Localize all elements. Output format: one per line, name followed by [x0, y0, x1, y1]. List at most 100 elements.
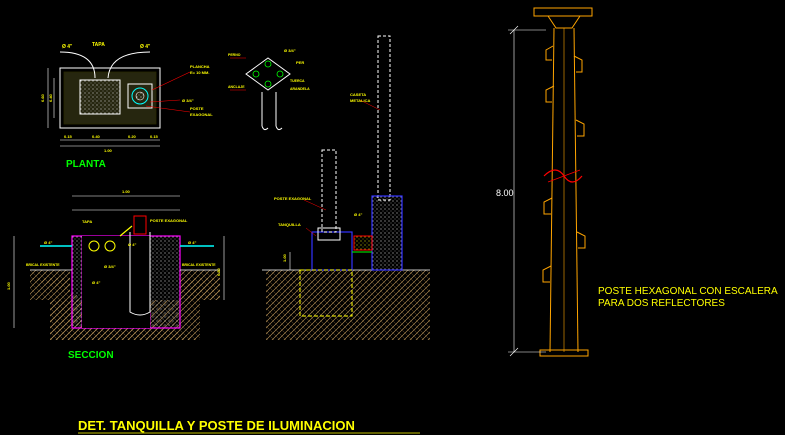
plan-leader-diam — [149, 99, 181, 103]
section-label-arena-right: BRICAL EXISTENTE — [182, 263, 216, 267]
plan-conduit-right — [107, 51, 151, 79]
anchor-hook-right — [275, 125, 283, 131]
plan-label-tapa: TAPA — [92, 42, 105, 48]
section-label-poste: POSTE EXAGONAL — [150, 218, 188, 223]
plan-conduit-left — [59, 51, 96, 79]
section-ground-right — [180, 270, 220, 300]
section-pole-bend — [129, 232, 151, 316]
anchor-detail: Ø 3/4" PER PERNO ANCLAJE TUERCA ARANDELA — [228, 48, 310, 131]
plan-leader-plancha — [151, 71, 191, 91]
plan-dim-edge-left: 0.15 — [64, 134, 73, 139]
plan-dim-edge-right: 0.15 — [150, 134, 159, 139]
pole-top-bracket — [533, 7, 593, 17]
plan-label-plancha-spec: E= 10 MM. — [190, 70, 209, 75]
plan-dim-height-inner: 0.40 — [48, 93, 53, 102]
plan-view: Ø 4" TAPA Ø 4" PLANCHA E= 10 MM. Ø 3/4" … — [40, 42, 213, 170]
pole-step-2 — [545, 85, 555, 103]
elevation-leader-caseta — [359, 99, 381, 111]
elevation-tanquilla-below — [299, 269, 353, 317]
elevation-dim-height: 1.00 — [282, 253, 287, 262]
plan-label-diam-right: Ø 4" — [140, 44, 151, 50]
pole-dim-label: 8.00 — [496, 188, 514, 198]
pole-shaft-left — [549, 27, 555, 353]
plan-label-diam-left: Ø 4" — [62, 44, 73, 50]
anchor-bolt-top — [264, 60, 272, 68]
pole-head — [547, 15, 581, 29]
section-dim-depth: 0.50 — [216, 267, 221, 276]
pole-step-6 — [542, 265, 552, 283]
section-label-diam-1: Ø 4" — [44, 240, 52, 245]
section-dim-top-label: 1.00 — [122, 189, 131, 194]
plan-outer-frame — [59, 67, 161, 129]
elevation-label-poste: POSTE EXAGONAL — [274, 196, 312, 201]
elevation-tall-pole — [377, 35, 391, 201]
section-view: 1.00 TAPA POSTE EXAGONAL Ø 4" Ø 4" Ø 4" … — [6, 189, 225, 361]
section-pipe-1 — [88, 240, 100, 252]
section-label-diam-3: Ø 4" — [128, 242, 136, 247]
section-lid-line — [119, 225, 133, 237]
drawing-title: DET. TANQUILLA Y POSTE DE ILUMINACION — [78, 418, 355, 433]
section-wall-left — [71, 235, 83, 329]
section-label-arena-left: BRICAL EXISTENTE — [26, 263, 60, 267]
elevation-label-caseta: CASETA — [350, 92, 366, 97]
plan-leader-poste — [145, 105, 191, 113]
pole-step-3 — [575, 119, 585, 137]
elevation-cable-box — [353, 235, 373, 251]
anchor-label-side: PER — [296, 60, 304, 65]
anchor-bolt-left — [252, 70, 260, 78]
plan-lid — [79, 79, 121, 115]
plan-label-poste: POSTE — [190, 106, 204, 111]
pole-dim-tick-top — [509, 25, 519, 35]
plan-base-plate — [127, 83, 153, 109]
section-pole-top — [133, 215, 147, 235]
elevation-view: POSTE EXAGONAL TANQUILLA CASETA METALICA… — [262, 35, 430, 340]
anchor-plate — [245, 57, 291, 91]
elevation-short-pole-base — [317, 227, 341, 241]
pole-step-4 — [543, 197, 553, 215]
plan-dim-width: 1.00 — [104, 148, 113, 153]
plan-dim-inner-right: 0.20 — [128, 134, 137, 139]
section-label-diam-bottom: Ø 4" — [92, 280, 100, 285]
elevation-label-metalica: METALICA — [350, 98, 370, 103]
plan-label-hexagonal: EXAGONAL — [190, 112, 213, 117]
pole-step-1 — [573, 55, 583, 73]
anchor-label-right-1: TUERCA — [290, 79, 305, 83]
plan-pole-circle — [131, 87, 149, 105]
elevation-leader-poste — [303, 199, 327, 211]
pole-elevation: 8.00 POSTE HEXAGONAL CON ESCALERA PARA D… — [496, 7, 778, 357]
elevation-leader-tanquilla — [305, 227, 317, 237]
pole-caption-line-1: POSTE HEXAGONAL CON ESCALERA — [598, 286, 778, 297]
elevation-caseta-base — [371, 195, 403, 271]
anchor-bolt-right — [276, 70, 284, 78]
section-title: SECCION — [68, 350, 114, 361]
anchor-label-left-1: PERNO — [228, 53, 241, 57]
elevation-short-pole — [321, 149, 337, 233]
pole-base-plate — [539, 349, 589, 357]
anchor-bolt-bottom — [264, 80, 272, 88]
plan-dim-inner-left: 0.40 — [92, 134, 101, 139]
section-ground-left — [30, 270, 70, 300]
plan-label-diam-center: Ø 3/4" — [182, 98, 194, 103]
elevation-ground — [266, 270, 430, 340]
plan-pole-core — [135, 91, 145, 101]
anchor-hook-left — [261, 125, 269, 131]
pole-break-line — [547, 169, 581, 183]
plan-dim-height: 0.60 — [40, 93, 45, 102]
plan-label-plancha: PLANCHA — [190, 64, 210, 69]
elevation-label-tanquilla: TANQUILLA — [278, 222, 301, 227]
pole-step-0 — [545, 45, 554, 61]
section-label-diam-small: Ø 3/4" — [104, 264, 116, 269]
pole-dim-tick-bottom — [509, 347, 519, 357]
section-dim-height: 1.00 — [6, 281, 11, 290]
elevation-label-diam: Ø 4" — [354, 212, 362, 217]
anchor-label-left-2: ANCLAJE — [228, 85, 245, 89]
pole-step-5 — [576, 231, 586, 249]
section-pipe-2 — [104, 240, 116, 252]
pole-caption-line-2: PARA DOS REFLECTORES — [598, 298, 725, 309]
section-label-diam-2: Ø 4" — [188, 240, 196, 245]
anchor-label-right-2: ARANDELA — [290, 87, 310, 91]
pole-shaft-right — [573, 27, 579, 353]
section-label-tapa: TAPA — [82, 219, 92, 224]
section-wall-right — [149, 235, 181, 329]
